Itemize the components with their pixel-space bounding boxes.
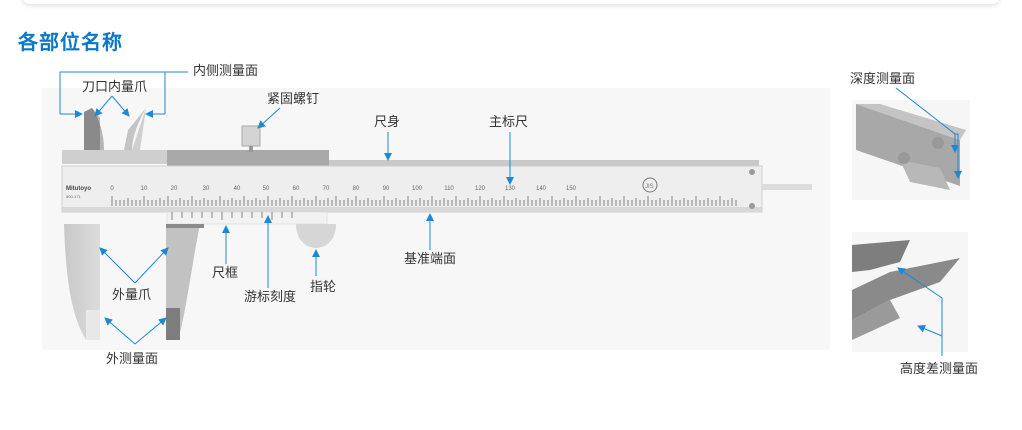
svg-text:100: 100: [412, 186, 423, 192]
svg-text:90: 90: [383, 186, 390, 192]
label-inner-jaw: 刀口内量爪: [82, 80, 148, 95]
label-depth-face: 深度测量面: [850, 72, 916, 87]
svg-text:70: 70: [323, 186, 330, 192]
svg-text:500-171: 500-171: [66, 194, 81, 199]
label-slider: 尺框: [212, 266, 239, 281]
svg-text:120: 120: [475, 186, 486, 192]
label-main-scale: 主标尺: [489, 115, 529, 130]
label-step-face: 高度差测量面: [900, 362, 979, 377]
svg-text:130: 130: [505, 186, 516, 192]
svg-text:40: 40: [234, 186, 241, 192]
label-thumb-roller: 指轮: [310, 280, 337, 295]
svg-text:10: 10: [141, 186, 148, 192]
label-vernier-scale: 游标刻度: [244, 290, 297, 305]
svg-text:140: 140: [536, 186, 547, 192]
label-inner-face: 内侧测量面: [193, 64, 259, 79]
svg-text:0: 0: [110, 186, 114, 192]
svg-text:60: 60: [293, 186, 300, 192]
svg-text:110: 110: [444, 186, 454, 192]
page-title: 各部位名称: [18, 30, 123, 54]
label-outer-jaw: 外量爪: [112, 288, 152, 303]
label-outer-face: 外测量面: [106, 352, 159, 367]
svg-text:30: 30: [203, 186, 210, 192]
svg-text:20: 20: [171, 186, 178, 192]
label-lock-screw: 紧固螺钉: [267, 92, 320, 107]
svg-text:150: 150: [566, 186, 577, 192]
svg-text:Mitutoyo: Mitutoyo: [66, 186, 91, 192]
label-reference-end: 基准端面: [404, 252, 457, 267]
label-main-beam: 尺身: [374, 115, 401, 130]
top-card-edge: [22, 0, 1000, 4]
svg-text:50: 50: [263, 186, 270, 192]
svg-text:80: 80: [353, 186, 360, 192]
svg-text:JIS: JIS: [645, 184, 654, 190]
